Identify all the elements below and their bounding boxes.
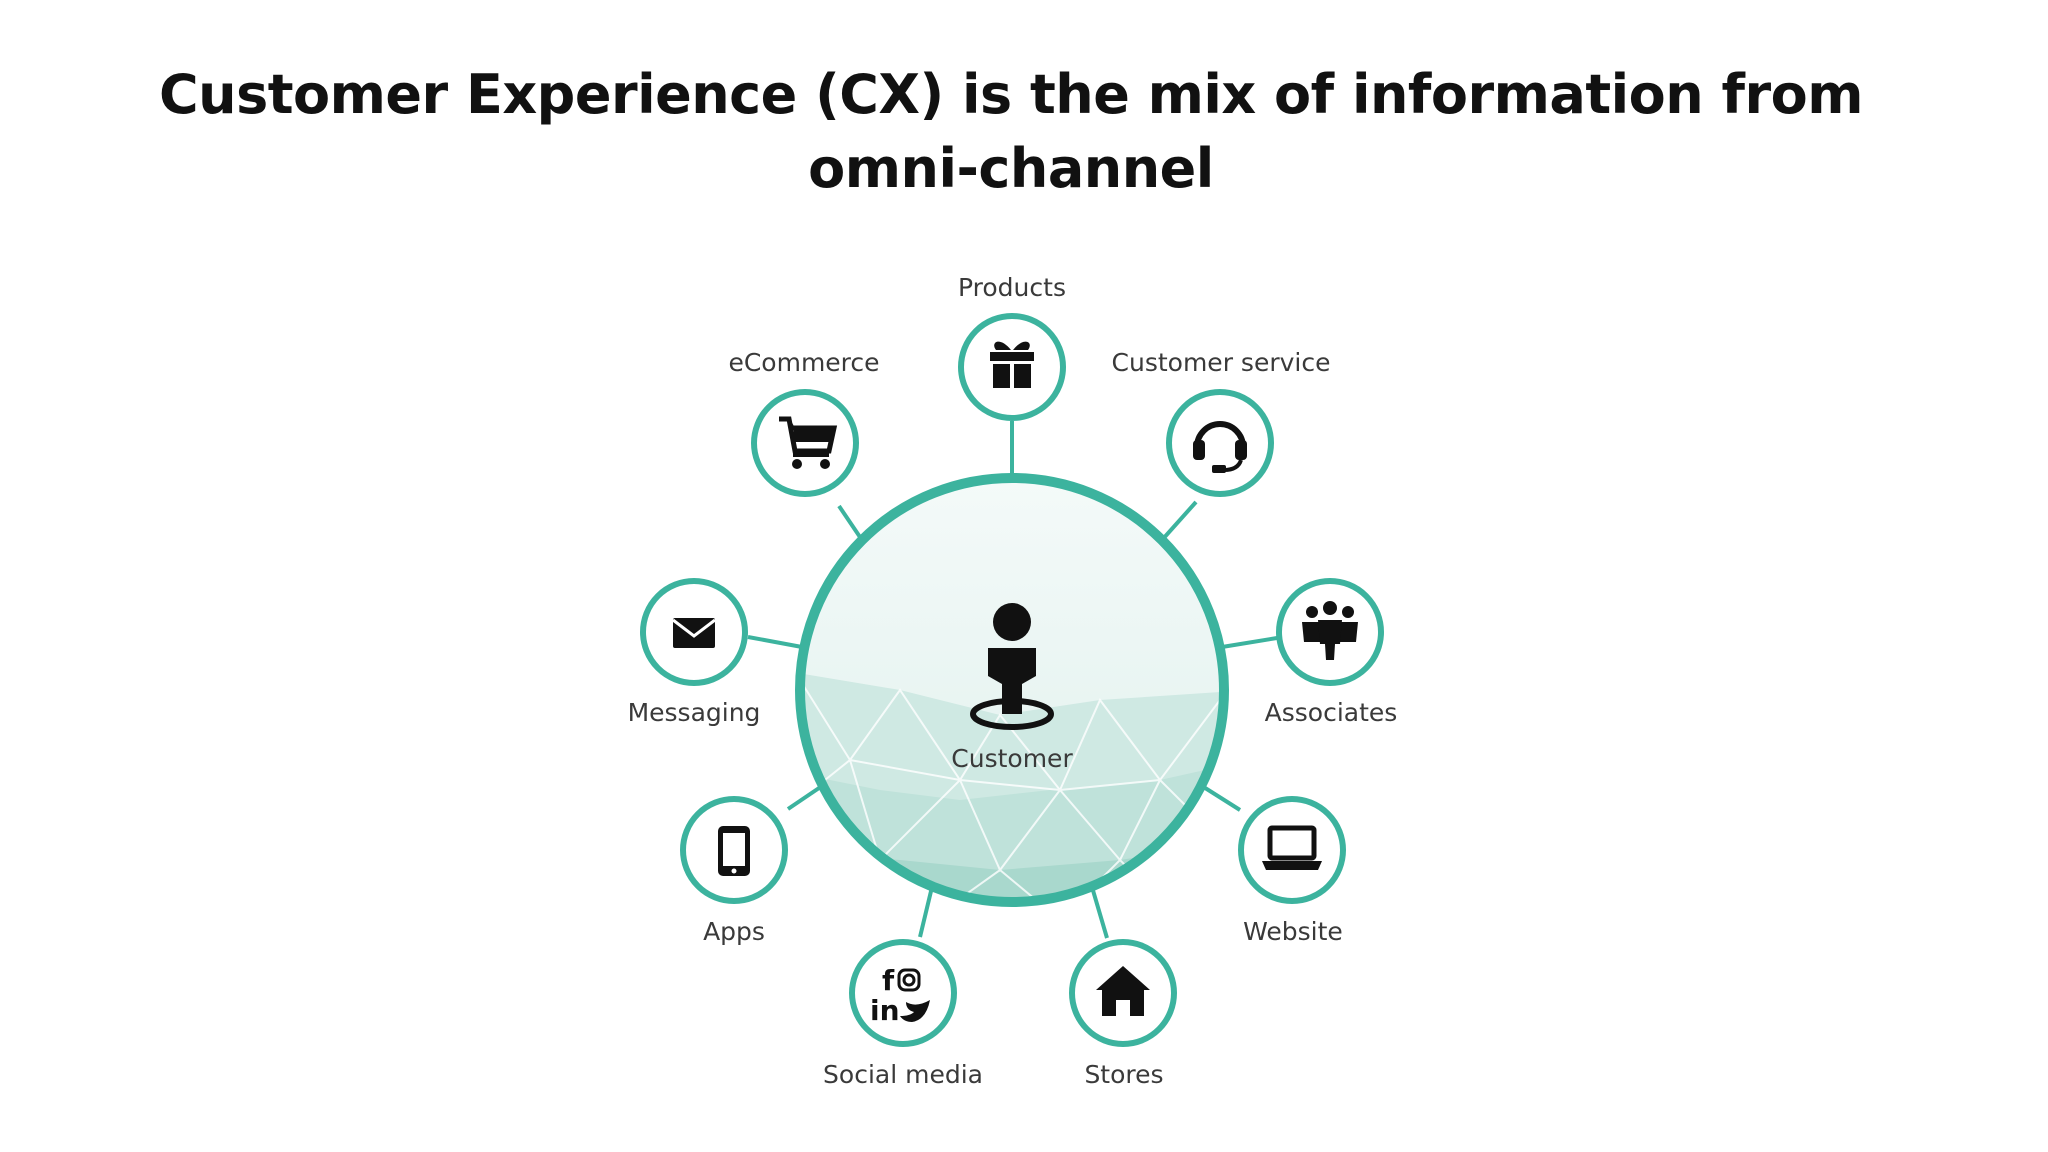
- channel-label: Website: [1243, 917, 1343, 946]
- channel-label: Apps: [703, 917, 765, 946]
- channel-stores: Stores: [1069, 939, 1177, 1089]
- customer-icon: [970, 603, 1054, 730]
- svg-text:in: in: [870, 994, 900, 1027]
- channel-messaging: Messaging: [628, 578, 761, 727]
- channel-social-media: f in Social media: [823, 939, 983, 1089]
- svg-text:f: f: [882, 964, 895, 997]
- social-media-icon: f in: [870, 964, 930, 1027]
- channel-label: Stores: [1084, 1060, 1163, 1089]
- channel-label: Customer service: [1112, 348, 1331, 377]
- headset-icon: [1193, 421, 1247, 473]
- laptop-icon: [1262, 825, 1322, 870]
- channel-label: Associates: [1265, 698, 1398, 727]
- customer-hub: Customer: [795, 473, 1229, 907]
- channel-apps: Apps: [680, 796, 788, 946]
- slide-title-line-1: Customer Experience (CX) is the mix of i…: [159, 63, 1863, 126]
- envelope-icon: [672, 618, 716, 648]
- connector-lines: [747, 421, 1278, 939]
- gift-icon: [990, 341, 1034, 388]
- slide-title: Customer Experience (CX) is the mix of i…: [0, 58, 2022, 206]
- people-icon: [1302, 601, 1358, 660]
- channel-label: Social media: [823, 1060, 983, 1089]
- customer-label: Customer: [951, 744, 1073, 773]
- slide-title-line-2: omni-channel: [808, 137, 1214, 200]
- shopping-cart-icon: [779, 416, 838, 469]
- channel-customer-service: Customer service: [1112, 348, 1331, 497]
- store-icon: [1096, 966, 1150, 1016]
- channel-products: Products: [958, 273, 1066, 421]
- channel-website: Website: [1238, 796, 1346, 946]
- channel-ecommerce: eCommerce: [728, 348, 880, 497]
- channel-label: Products: [958, 273, 1066, 302]
- channel-label: Messaging: [628, 698, 761, 727]
- channel-label: eCommerce: [728, 348, 879, 377]
- smartphone-icon: [718, 826, 750, 876]
- channel-associates: Associates: [1265, 578, 1398, 727]
